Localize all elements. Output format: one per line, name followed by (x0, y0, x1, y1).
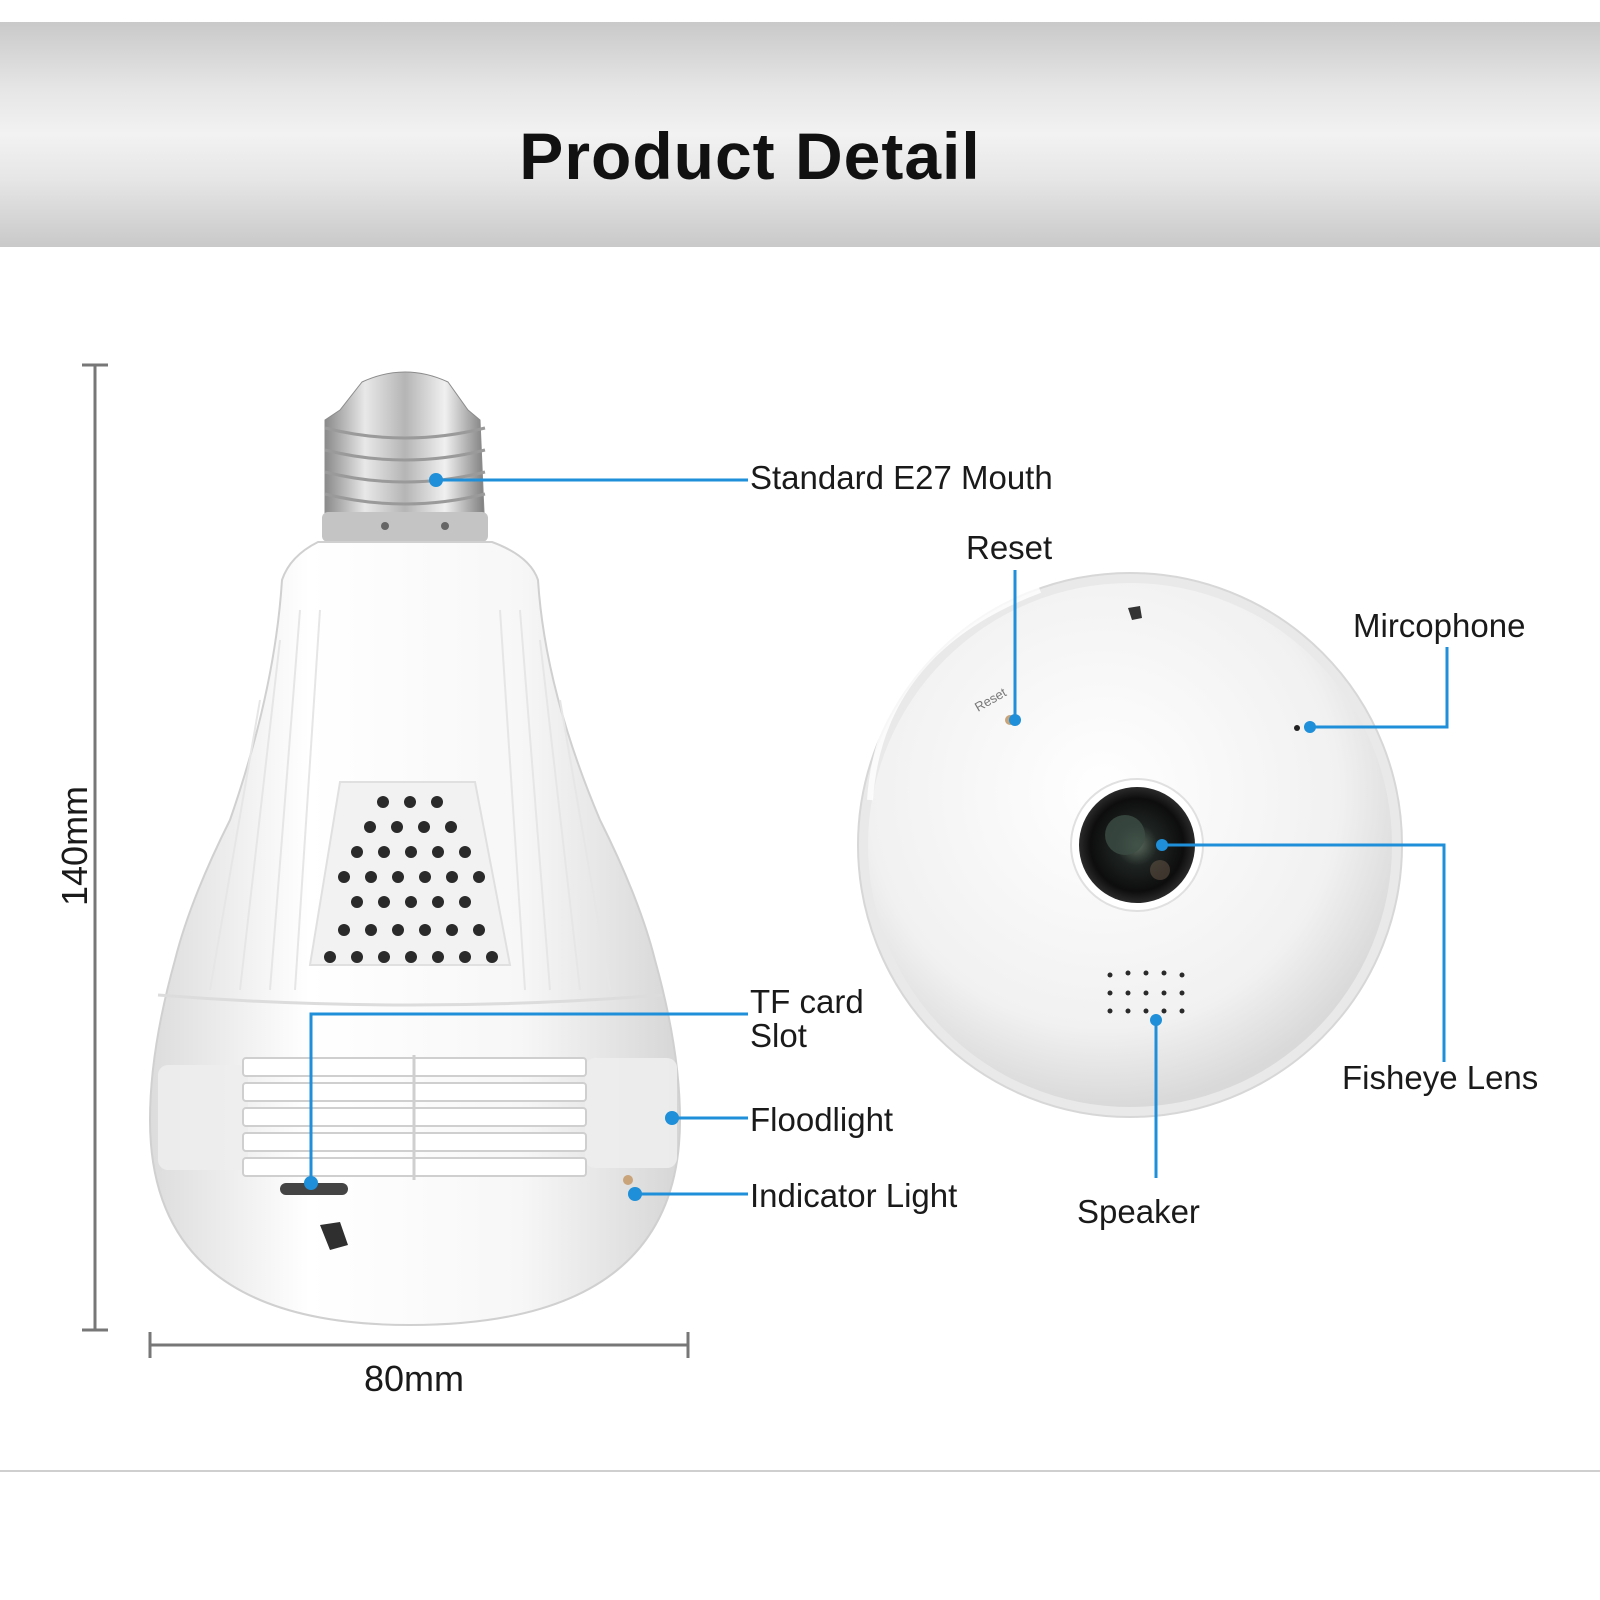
label-reset: Reset (966, 529, 1053, 566)
leader-microphone (1310, 647, 1449, 729)
leader-fisheye (1162, 843, 1446, 1062)
callout-leaders (309, 478, 1449, 1196)
label-microphone: Mircophone (1353, 607, 1526, 644)
bulb-body (148, 541, 682, 1327)
bottom-divider (0, 1470, 1600, 1472)
label-tf-card: TF card (750, 983, 864, 1020)
height-dimension-line (82, 363, 108, 1332)
label-speaker: Speaker (1077, 1193, 1200, 1230)
header-band (0, 22, 1600, 247)
height-dimension-label: 140mm (54, 785, 95, 906)
label-standard-e27-mouth: Standard E27 Mouth (750, 459, 1053, 496)
camera-disc-view: Reset (857, 572, 1403, 1118)
page-title: Product Detail (519, 119, 981, 193)
label-indicator-light: Indicator Light (750, 1177, 958, 1214)
width-dimension-label: 80mm (364, 1358, 465, 1399)
leader-tf-card (309, 1012, 748, 1183)
callout-dots (304, 473, 1316, 1201)
label-fisheye-lens: Fisheye Lens (1342, 1059, 1539, 1096)
e27-screw-base (322, 371, 488, 542)
label-tf-slot: Slot (750, 1017, 807, 1054)
width-dimension-line (148, 1332, 690, 1358)
label-floodlight: Floodlight (750, 1101, 894, 1138)
